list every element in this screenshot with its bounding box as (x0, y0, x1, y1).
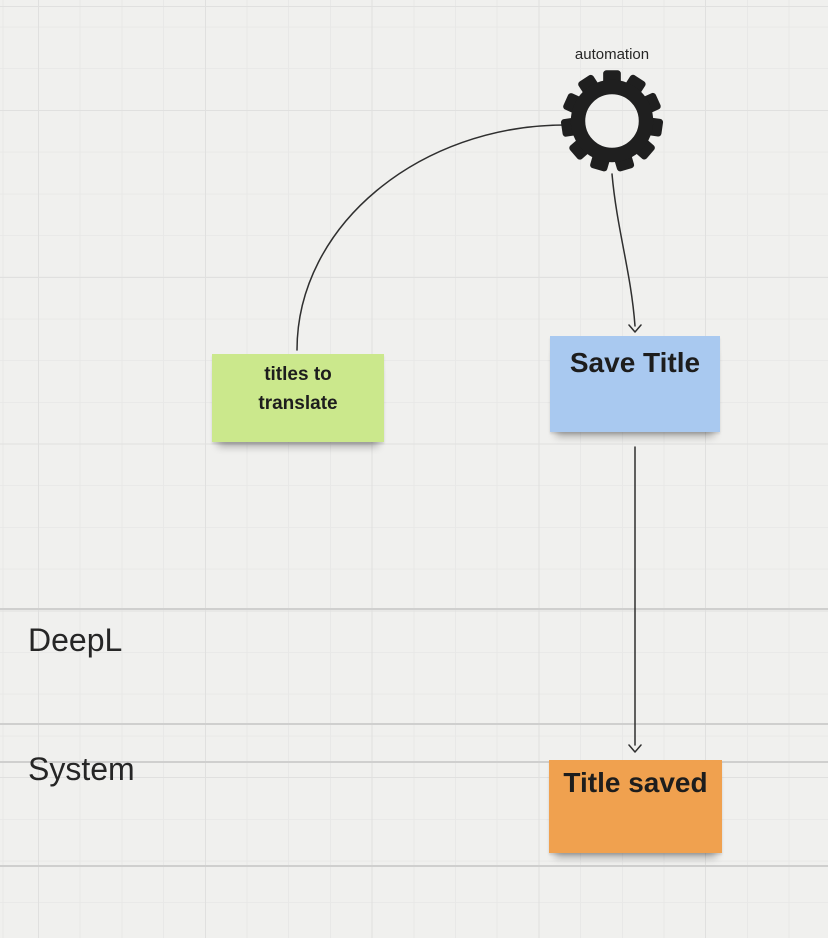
sticky-note-save-title[interactable]: Save Title (550, 336, 720, 432)
arrowhead-icon (628, 324, 642, 333)
sticky-note-titles-to-translate[interactable]: titles to translate (212, 354, 384, 442)
swimlane-divider (0, 865, 828, 867)
connector-gear-to-titles-to-translate[interactable] (296, 124, 566, 351)
sticky-note-text: Title saved (563, 767, 708, 798)
sticky-note-text: titles to translate (258, 364, 338, 414)
arrowhead-icon (628, 744, 642, 753)
swimlane-divider (0, 723, 828, 725)
sticky-note-title-saved[interactable]: Title saved (549, 760, 722, 853)
swimlane-divider (0, 608, 828, 610)
automation-label[interactable]: automation (574, 46, 650, 63)
sticky-note-text: Save Title (569, 347, 701, 378)
gear-icon[interactable] (558, 67, 666, 175)
swimlane-divider (0, 761, 828, 763)
lane-label-system[interactable]: System (28, 751, 135, 787)
connector-gear-to-save-title[interactable] (611, 173, 636, 327)
lane-label-deepl[interactable]: DeepL (28, 622, 123, 658)
